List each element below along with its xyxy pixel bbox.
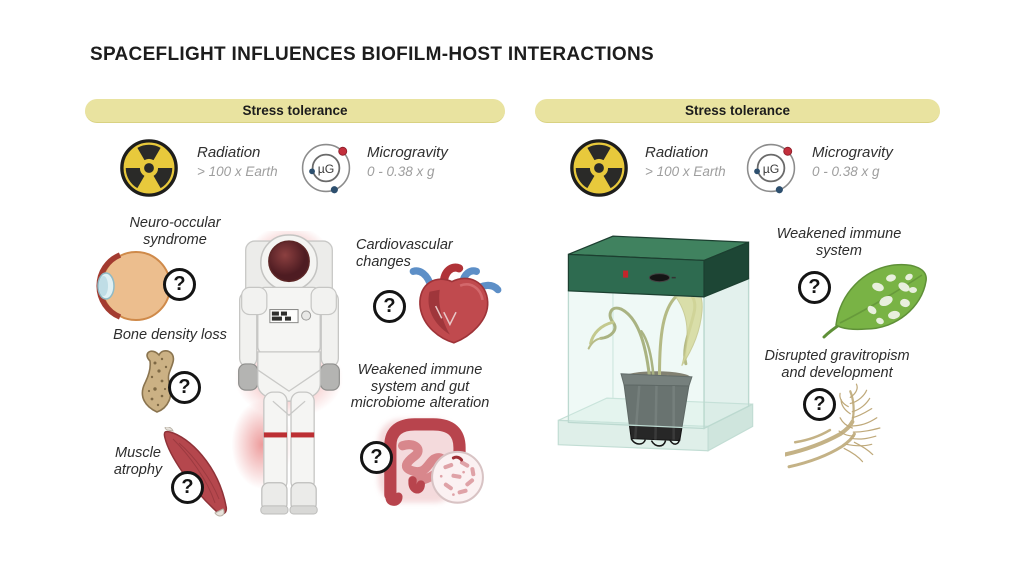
radiation-label: Radiation: [645, 144, 709, 161]
question-badge: ?: [373, 290, 406, 323]
effect-label-muscle: Muscle atrophy: [113, 445, 163, 478]
plant-panel: Stress tolerance Radiation > 100 x Earth…: [535, 99, 940, 564]
stress-banner: Stress tolerance: [535, 99, 940, 123]
radiation-icon: [570, 139, 628, 197]
effect-label-immune-gut: Weakened immune system and gut microbiom…: [350, 362, 490, 412]
effect-label-plant-immune: Weakened immune system: [776, 226, 902, 259]
radiation-text: Radiation > 100 x Earth: [197, 143, 278, 180]
microgravity-symbol: µG: [318, 162, 335, 176]
microgravity-text: Microgravity 0 - 0.38 x g: [367, 143, 448, 180]
radiation-icon: [120, 139, 178, 197]
roots-icon: [785, 383, 881, 469]
question-badge: ?: [798, 271, 831, 304]
question-mark: ?: [808, 276, 821, 298]
microgravity-label: Microgravity: [367, 144, 448, 161]
effect-label-neuro-ocular: Neuro-occular syndrome: [129, 215, 221, 248]
astronaut-icon: [231, 231, 344, 515]
radiation-value: > 100 x Earth: [645, 163, 726, 179]
microgravity-symbol: µG: [763, 162, 780, 176]
question-badge: ?: [168, 371, 201, 404]
question-badge: ?: [163, 268, 196, 301]
radiation-label: Radiation: [197, 144, 261, 161]
microgravity-value: 0 - 0.38 x g: [812, 163, 880, 179]
effect-label-cardiovascular: Cardiovascular changes: [356, 237, 453, 270]
question-mark: ?: [370, 446, 383, 468]
heart-icon: [409, 263, 502, 344]
question-mark: ?: [173, 273, 186, 295]
stress-banner: Stress tolerance: [85, 99, 505, 123]
question-badge: ?: [171, 471, 204, 504]
microgravity-label: Microgravity: [812, 144, 893, 161]
question-mark: ?: [813, 393, 826, 415]
question-mark: ?: [181, 476, 194, 498]
page-title: SPACEFLIGHT INFLUENCES BIOFILM-HOST INTE…: [90, 44, 654, 65]
question-mark: ?: [383, 295, 396, 317]
question-badge: ?: [360, 441, 393, 474]
question-mark: ?: [178, 376, 191, 398]
growth-chamber-icon: [557, 235, 754, 452]
question-badge: ?: [803, 388, 836, 421]
stress-banner-label: Stress tolerance: [684, 103, 791, 118]
radiation-text: Radiation > 100 x Earth: [645, 143, 726, 180]
microgravity-icon: µG: [301, 143, 351, 194]
human-panel: Stress tolerance Radiation > 100 x Earth…: [85, 99, 505, 564]
effect-label-gravitropism: Disrupted gravitropism and development: [764, 348, 910, 381]
microgravity-icon: µG: [746, 143, 796, 194]
microgravity-value: 0 - 0.38 x g: [367, 163, 435, 179]
gut-icon: [378, 418, 484, 506]
effect-label-bone: Bone density loss: [113, 327, 227, 343]
stress-banner-label: Stress tolerance: [242, 103, 348, 118]
radiation-value: > 100 x Earth: [197, 163, 278, 179]
leaf-icon: [822, 263, 927, 339]
microgravity-text: Microgravity 0 - 0.38 x g: [812, 143, 893, 180]
